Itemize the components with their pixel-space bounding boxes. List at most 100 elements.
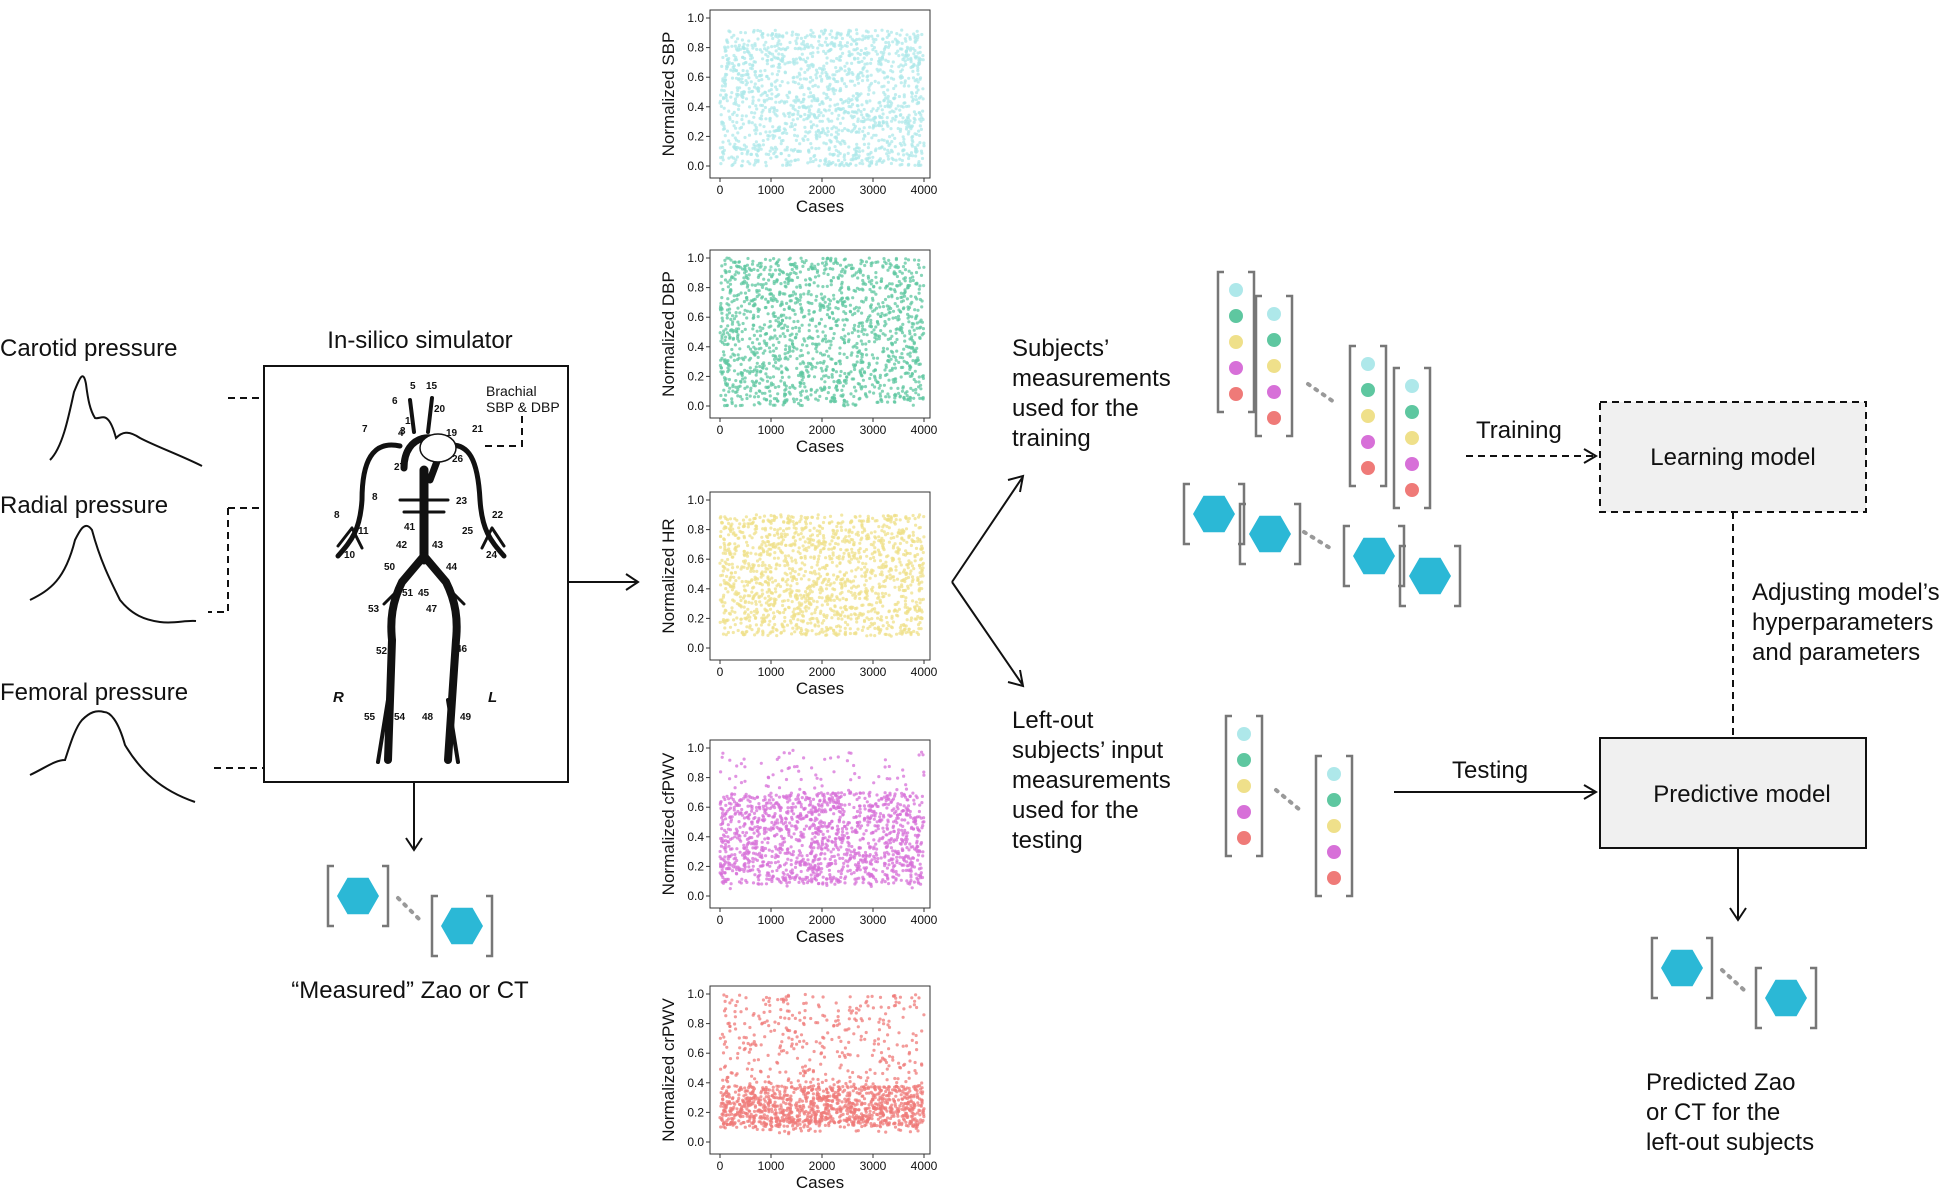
- scatter-point: [801, 619, 806, 623]
- scatter-point: [740, 631, 744, 635]
- scatter-point: [811, 159, 815, 164]
- scatter-point: [778, 136, 782, 140]
- scatter-point: [904, 50, 908, 54]
- scatter-point: [721, 551, 725, 555]
- scatter-point: [766, 535, 770, 540]
- scatter-point: [860, 536, 864, 540]
- scatter-point: [791, 515, 795, 519]
- scatter-point: [775, 128, 779, 133]
- scatter-point: [866, 92, 871, 96]
- scatter-point: [765, 379, 770, 383]
- scatter-point: [728, 584, 733, 588]
- scatter-point: [860, 603, 864, 608]
- scatter-point: [728, 517, 733, 521]
- scatter-point: [779, 549, 783, 553]
- scatter-point: [818, 35, 822, 39]
- scatter-point: [779, 515, 783, 519]
- scatter-point: [727, 611, 732, 616]
- scatter-point: [762, 397, 766, 401]
- scatter-point: [901, 356, 905, 360]
- scatter-point: [725, 99, 729, 103]
- scatter-point: [829, 259, 833, 263]
- scatter-point: [762, 43, 766, 47]
- scatter-point: [911, 530, 915, 535]
- scatter-point: [794, 593, 798, 597]
- scatter-point: [734, 102, 738, 106]
- scatter-point: [803, 112, 807, 117]
- scatter-point: [770, 591, 775, 595]
- scatter-point: [849, 520, 853, 524]
- scatter-point: [756, 86, 760, 90]
- scatter-point: [829, 283, 833, 287]
- scatter-point: [768, 116, 772, 120]
- scatter-point: [754, 140, 759, 144]
- scatter-point: [783, 619, 787, 623]
- scatter-point: [760, 33, 764, 37]
- scatter-point: [887, 569, 891, 573]
- scatter-point: [891, 309, 896, 313]
- scatter-point: [776, 532, 780, 536]
- scatter-point: [918, 320, 922, 324]
- scatter-point: [810, 766, 814, 770]
- scatter-point: [829, 343, 833, 347]
- scatter-point: [790, 267, 794, 272]
- scatter-point: [855, 142, 859, 146]
- scatter-point: [778, 334, 782, 338]
- scatter-point: [799, 47, 803, 51]
- scatter-point: [854, 389, 858, 393]
- scatter-point: [779, 364, 783, 368]
- scatter-point: [844, 317, 848, 321]
- scatter-point: [804, 60, 808, 64]
- scatter-point: [831, 368, 835, 372]
- scatter-point: [913, 55, 917, 59]
- scatter-point: [796, 99, 800, 103]
- scatter-point: [833, 604, 837, 608]
- scatter-point: [759, 69, 763, 73]
- scatter-point: [806, 68, 810, 72]
- scatter-point: [882, 98, 886, 102]
- scatter-point: [853, 83, 857, 87]
- scatter-point: [873, 546, 877, 550]
- scatter-point: [871, 48, 875, 52]
- scatter-point: [856, 584, 861, 588]
- scatter-point: [801, 39, 806, 44]
- scatter-point: [909, 543, 914, 548]
- scatter-point: [853, 575, 857, 579]
- scatter-point: [917, 393, 921, 397]
- scatter-point: [848, 35, 853, 39]
- scatter-point: [881, 57, 885, 61]
- scatter-point: [856, 81, 861, 85]
- scatter-point: [900, 41, 904, 46]
- scatter-point: [751, 146, 755, 150]
- scatter-point: [902, 137, 906, 141]
- scatter-point: [736, 306, 740, 310]
- scatter-point: [755, 611, 759, 615]
- scatter-point: [899, 143, 904, 147]
- scatter-point: [796, 109, 800, 114]
- scatter-point: [799, 398, 803, 403]
- scatter-point: [786, 328, 790, 333]
- scatter-point: [841, 520, 845, 524]
- scatter-point: [808, 528, 812, 533]
- scatter-point: [729, 317, 733, 321]
- scatter-point: [899, 69, 903, 74]
- scatter-point: [861, 162, 865, 166]
- scatter-point: [806, 629, 810, 633]
- scatter-point: [890, 156, 894, 160]
- scatter-point: [793, 46, 797, 51]
- scatter-point: [772, 129, 776, 133]
- scatter-point: [909, 127, 913, 131]
- scatter-point: [739, 530, 743, 534]
- scatter-point: [916, 308, 920, 312]
- scatter-point: [774, 100, 778, 104]
- scatter-point: [774, 319, 778, 323]
- scatter-point: [755, 107, 759, 111]
- scatter-point: [860, 367, 864, 371]
- scatter-point: [753, 395, 757, 399]
- scatter-point: [759, 377, 763, 381]
- scatter-point: [837, 113, 841, 117]
- scatter-point: [768, 619, 772, 623]
- scatter-point: [824, 142, 828, 146]
- scatter-point: [915, 91, 919, 95]
- scatter-point: [908, 119, 912, 123]
